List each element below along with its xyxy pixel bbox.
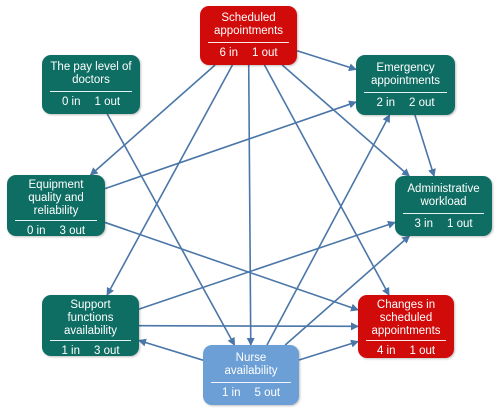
node-divider: [210, 382, 292, 383]
node-nurse-availability[interactable]: Nurse availability 1 in 5 out: [203, 345, 299, 405]
edge-support-to-admin: [138, 220, 396, 310]
edge-scheduled-to-changes: [263, 64, 390, 296]
edge-scheduled-to-support: [106, 64, 234, 296]
node-administrative-workload[interactable]: Administrative workload 3 in 1 out: [395, 176, 492, 236]
node-counts: 2 in 2 out: [376, 93, 434, 115]
edge-scheduled-to-nurse: [246, 64, 255, 346]
node-divider: [49, 340, 132, 341]
node-title: Administrative workload: [407, 182, 480, 208]
node-divider: [207, 42, 290, 43]
node-title: Nurse availability: [224, 351, 278, 377]
node-out-count: 3 out: [59, 225, 86, 237]
node-out-count: 3 out: [93, 345, 120, 357]
node-out-count: 2 out: [408, 97, 435, 109]
node-in-count: 6 in: [219, 47, 238, 59]
edge-nurse-to-support: [138, 338, 204, 361]
edge-equipment-to-changes: [104, 221, 359, 312]
node-out-count: 1 out: [94, 96, 121, 108]
node-divider: [363, 92, 448, 93]
node-title: Emergency appointments: [370, 61, 441, 87]
node-equipment-quality-and-reliability[interactable]: Equipment quality and reliability 0 in 3…: [7, 175, 105, 237]
node-out-count: 1 out: [409, 345, 436, 357]
node-in-count: 1 in: [221, 387, 241, 399]
node-out-count: 5 out: [254, 387, 281, 399]
node-scheduled-appointments[interactable]: Scheduled appointments 6 in 1 out: [200, 6, 297, 65]
node-counts: 0 in 3 out: [27, 221, 85, 243]
node-counts: 6 in 1 out: [219, 43, 277, 65]
node-counts: 1 in 5 out: [222, 383, 280, 405]
edge-nurse-to-emergency: [266, 114, 391, 346]
node-pay-level-of-doctors[interactable]: The pay level of doctors 0 in 1 out: [42, 55, 140, 114]
node-in-count: 0 in: [26, 225, 46, 237]
node-in-count: 0 in: [61, 96, 81, 108]
edge-equipment-to-emergency: [104, 100, 357, 190]
node-divider: [402, 213, 485, 214]
edge-pay-to-nurse: [106, 113, 236, 346]
node-counts: 4 in 1 out: [377, 341, 435, 363]
edge-nurse-to-changes: [298, 339, 359, 361]
edge-nurse-to-admin: [284, 235, 411, 346]
node-out-count: 1 out: [251, 47, 278, 59]
node-title: The pay level of doctors: [50, 61, 132, 86]
node-title: Scheduled appointments: [213, 12, 284, 37]
node-out-count: 1 out: [446, 218, 473, 230]
node-counts: 3 in 1 out: [414, 214, 472, 236]
node-support-functions-availability[interactable]: Support functions availability 1 in 3 ou…: [42, 295, 139, 357]
edge-scheduled-to-admin: [281, 64, 410, 177]
node-changes-in-scheduled-appointments[interactable]: Changes in scheduled appointments 4 in 1…: [358, 295, 454, 358]
edge-scheduled-to-equipment: [89, 64, 216, 176]
node-title: Changes in scheduled appointments: [371, 299, 441, 337]
edge-scheduled-to-emergency: [296, 50, 357, 72]
node-divider: [14, 220, 98, 221]
node-title: Equipment quality and reliability: [28, 179, 84, 217]
node-divider: [49, 91, 133, 92]
edge-emergency-to-admin: [414, 114, 436, 177]
node-counts: 0 in 1 out: [62, 92, 120, 114]
node-in-count: 3 in: [414, 218, 433, 230]
edge-support-to-changes: [138, 322, 359, 331]
node-divider: [365, 340, 447, 341]
node-in-count: 2 in: [376, 97, 395, 109]
node-counts: 1 in 3 out: [61, 341, 119, 363]
node-in-count: 4 in: [376, 345, 396, 357]
node-emergency-appointments[interactable]: Emergency appointments 2 in 2 out: [356, 55, 455, 115]
node-title: Support functions availability: [63, 299, 118, 337]
node-in-count: 1 in: [61, 345, 80, 357]
